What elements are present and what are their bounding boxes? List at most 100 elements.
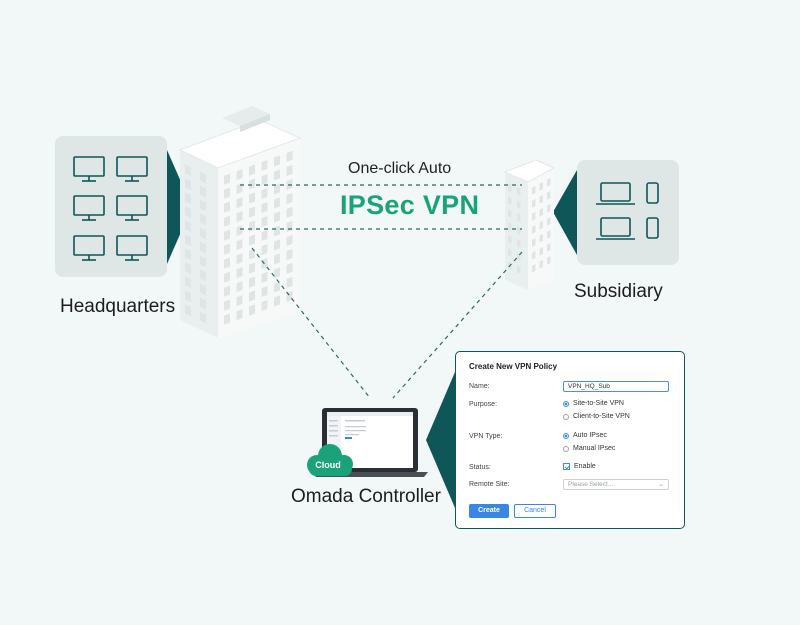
building-window (547, 255, 551, 265)
building-window (508, 235, 512, 244)
building-window (517, 265, 521, 274)
building-window (185, 234, 191, 247)
subsidiary-building (503, 159, 556, 290)
create-vpn-policy-dialog: Create New VPN Policy Name: VPN_HQ_Sub P… (455, 351, 685, 529)
radio-selected-icon (563, 400, 569, 407)
building-window (236, 239, 243, 251)
building-window (539, 181, 543, 191)
remote-site-label: Remote Site: (469, 481, 510, 488)
building-window (286, 276, 293, 288)
cancel-button[interactable]: Cancel (514, 504, 556, 518)
smartphone-icon (646, 182, 659, 204)
building-window (249, 248, 255, 260)
remote-site-select[interactable]: Please Select... ⌄ (563, 479, 669, 490)
building-window (236, 295, 243, 307)
desktop-monitor-icon (116, 235, 148, 261)
dialog-title: Create New VPN Policy (469, 362, 558, 371)
building-window (249, 290, 255, 302)
vpn-type-option-label: Manual IPsec (573, 445, 616, 452)
building-window (224, 173, 230, 185)
headquarters-building (178, 106, 302, 338)
building-window (224, 215, 230, 227)
building-window (532, 263, 536, 273)
building-window (236, 309, 243, 321)
purpose-option-client-to-site[interactable]: Client-to-Site VPN (563, 413, 630, 420)
building-window (539, 233, 543, 243)
building-window (185, 248, 191, 261)
desktop-monitor-icon (73, 195, 105, 221)
building-window (224, 201, 230, 213)
building-window (236, 281, 243, 293)
building-window (508, 183, 512, 192)
building-window (274, 169, 280, 181)
building-window (532, 198, 536, 208)
building-window (274, 225, 280, 237)
building-window (224, 257, 230, 269)
purpose-label: Purpose: (469, 401, 498, 408)
subsidiary-devices-panel (553, 160, 679, 265)
vpn-title: IPSec VPN (340, 190, 480, 220)
building-window (185, 192, 191, 205)
building-window (200, 227, 206, 240)
building-window (261, 271, 268, 284)
building-window (274, 295, 280, 307)
cloud-icon (307, 444, 353, 476)
building-window (185, 206, 191, 219)
radio-unselected-icon (563, 413, 569, 420)
checkbox-checked-icon (563, 463, 570, 470)
building-window (508, 209, 512, 218)
create-button[interactable]: Create (469, 504, 509, 518)
building-window (200, 171, 206, 184)
building-window (185, 304, 191, 317)
building-window (508, 222, 512, 231)
building-window (236, 169, 243, 181)
building-window (261, 187, 268, 200)
building-window (261, 285, 268, 298)
building-window (517, 200, 521, 209)
vpn-type-option-auto[interactable]: Auto IPsec (563, 432, 607, 439)
building-window (286, 150, 293, 162)
radio-selected-icon (563, 432, 569, 439)
purpose-option-label: Client-to-Site VPN (573, 413, 630, 420)
smartphone-icon (646, 217, 659, 239)
building-window (249, 178, 255, 190)
building-window (274, 197, 280, 209)
building-window (185, 178, 191, 191)
building-window (200, 213, 206, 226)
purpose-option-label: Site-to-Site VPN (573, 400, 624, 407)
status-label: Status: (469, 464, 491, 471)
building-window (200, 311, 206, 324)
cloud-label: Cloud (315, 460, 341, 470)
building-window (532, 237, 536, 247)
vpn-type-option-manual[interactable]: Manual IPsec (563, 445, 615, 452)
status-enable-checkbox[interactable]: Enable (563, 463, 596, 470)
building-window (200, 241, 206, 254)
building-window (274, 155, 280, 167)
building-window (539, 194, 543, 204)
building-window (200, 199, 206, 212)
building-window (200, 269, 206, 282)
dialog-pointer (426, 372, 455, 508)
purpose-option-site-to-site[interactable]: Site-to-Site VPN (563, 400, 624, 407)
building-window (274, 281, 280, 293)
building-window (224, 299, 230, 311)
vpn-tunnel-lines (240, 184, 523, 399)
building-window (532, 185, 536, 195)
building-window (185, 220, 191, 233)
desktop-monitor-icon (116, 195, 148, 221)
building-window (517, 239, 521, 248)
building-window (274, 239, 280, 251)
building-window (286, 234, 293, 246)
building-window (249, 192, 255, 204)
building-window (249, 164, 255, 176)
building-window (236, 211, 243, 223)
building-window (185, 164, 191, 177)
building-window (236, 183, 243, 195)
building-window (286, 206, 293, 218)
name-input[interactable]: VPN_HQ_Sub (563, 381, 669, 392)
building-window (200, 283, 206, 296)
building-window (224, 229, 230, 241)
building-window (261, 159, 268, 172)
building-window (274, 183, 280, 195)
